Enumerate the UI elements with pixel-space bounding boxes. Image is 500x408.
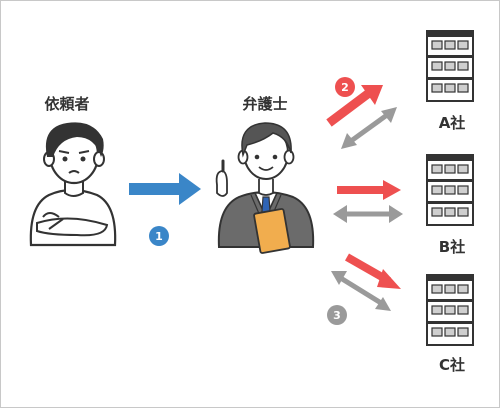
client-label: 依頼者: [44, 95, 90, 113]
company-b-label: B社: [438, 238, 466, 256]
step-1-badge: 1: [149, 226, 169, 246]
arrow-c-lawyer-bidirectional: [331, 271, 391, 311]
building-a-icon: [426, 30, 474, 102]
building-c-icon: [426, 274, 474, 346]
arrow-lawyer-to-b: [337, 180, 401, 200]
company-c-label: C社: [438, 356, 465, 374]
arrow-lawyer-to-a: [326, 85, 383, 127]
arrow-client-to-lawyer: [129, 173, 201, 205]
building-b-icon: [426, 154, 474, 226]
arrow-a-lawyer-bidirectional: [341, 107, 397, 149]
lawyer-label: 弁護士: [242, 95, 288, 113]
company-a-label: A社: [438, 114, 466, 132]
arrow-b-lawyer-bidirectional: [333, 205, 403, 223]
arrow-lawyer-to-c: [345, 253, 401, 289]
step-2-badge: 2: [335, 77, 355, 97]
step-3-badge: 3: [327, 305, 347, 325]
client-icon: [29, 122, 117, 247]
lawyer-icon: [215, 122, 315, 254]
